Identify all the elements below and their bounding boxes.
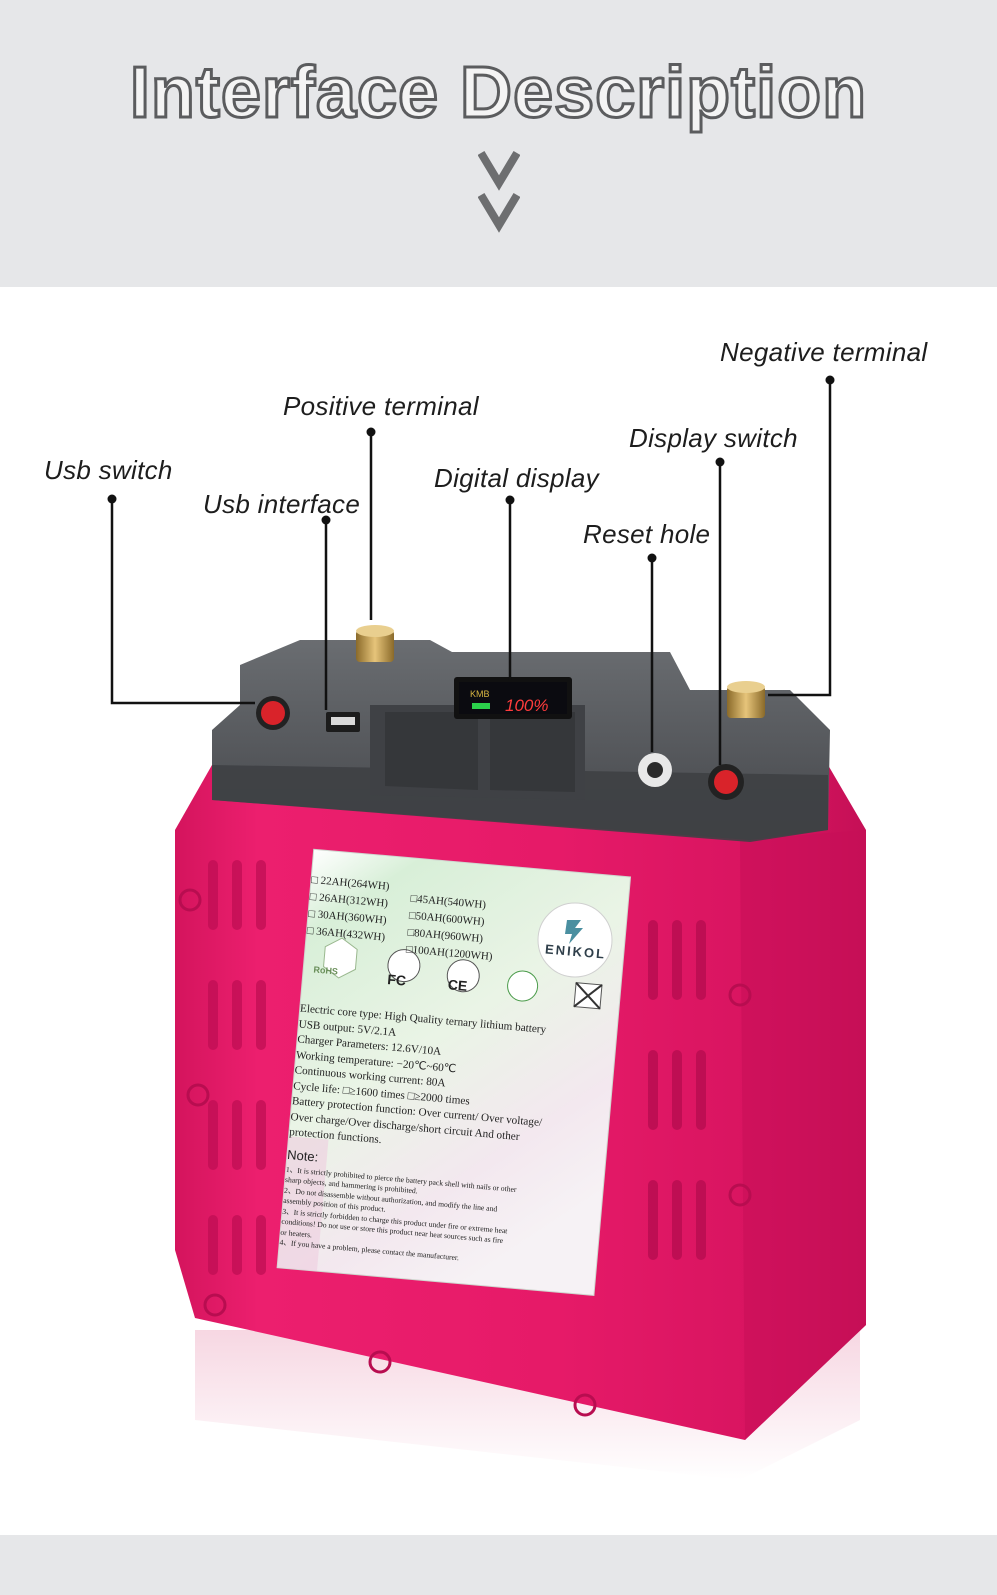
- negative-terminal: [727, 686, 765, 718]
- svg-text:KMB: KMB: [470, 689, 490, 699]
- spec-label-text: □ 22AH(264WH) □ 26AH(312WH) □ 30AH(360WH…: [279, 872, 611, 1274]
- positive-terminal: [356, 630, 394, 662]
- vent-slots-left: [208, 860, 266, 1275]
- footer-band: [0, 1535, 997, 1595]
- callout-digital-display: Digital display: [434, 463, 599, 493]
- header-band: Interface Description: [0, 0, 997, 287]
- product-stage: KMB 100%: [0, 287, 997, 1535]
- chevron-down-icon: [478, 150, 520, 233]
- vent-slots-right: [648, 920, 706, 1260]
- enikol-logo-icon: [565, 920, 583, 944]
- spec-label: [276, 848, 632, 1296]
- rohs-label: RoHS: [313, 964, 339, 977]
- callout-reset-hole: Reset hole: [583, 519, 711, 549]
- callout-positive-terminal: Positive terminal: [283, 391, 479, 421]
- callout-usb-switch: Usb switch: [44, 455, 173, 485]
- brand-badge: [537, 902, 613, 978]
- ce-label: CE: [447, 976, 468, 994]
- callout-usb-interface: Usb interface: [203, 489, 361, 519]
- fc-label: FC: [386, 971, 407, 989]
- rohs-badge: [323, 937, 358, 979]
- callout-leaders: [110, 380, 832, 765]
- recycle-icon: [507, 970, 539, 1002]
- callout-negative-terminal: Negative terminal: [720, 337, 928, 367]
- battery-illustration: KMB 100%: [107, 375, 866, 1480]
- page-title: Interface Description: [128, 52, 868, 135]
- svg-text:100%: 100%: [505, 696, 548, 715]
- callout-display-switch: Display switch: [629, 423, 798, 453]
